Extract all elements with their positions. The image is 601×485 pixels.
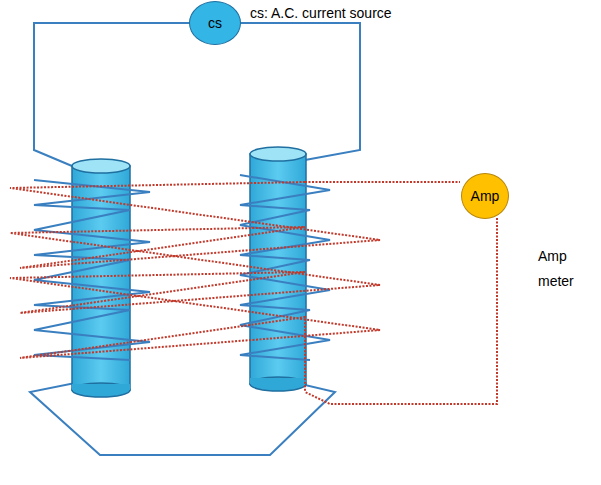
- winding-stroke: [10, 182, 380, 392]
- instrument-label: Amp: [471, 188, 500, 204]
- instrument-label: cs: [208, 15, 222, 31]
- annotation: Amp meter: [538, 244, 586, 294]
- annotation: cs: A.C. current source: [250, 4, 590, 22]
- primary-winding: [34, 175, 330, 360]
- winding-stroke: [34, 180, 150, 360]
- source-wires: [30, 23, 360, 455]
- instrument-circle: cs: [189, 1, 241, 45]
- secondary-winding: [10, 182, 497, 404]
- instrument-circle: Amp: [461, 173, 509, 219]
